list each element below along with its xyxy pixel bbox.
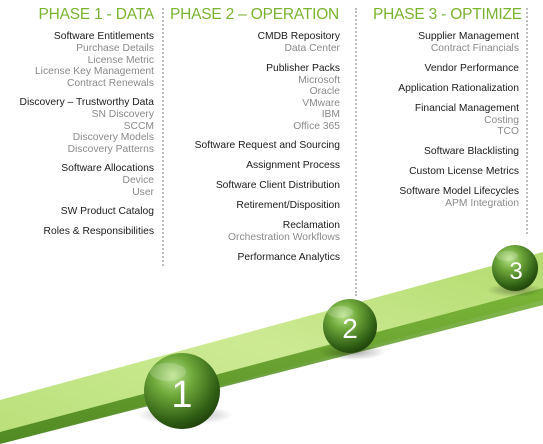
marker-label: 3 <box>509 258 522 285</box>
phase-item: SW Product Catalog <box>8 206 154 218</box>
marker-label: 1 <box>171 374 192 416</box>
phase-item: Software Request and Sourcing <box>170 140 340 152</box>
item-subtitle: Purchase Details <box>76 43 154 54</box>
phase-title: PHASE 1 - DATA <box>38 6 155 23</box>
dotted-divider-icon <box>526 8 528 234</box>
item-title: Custom License Metrics <box>409 165 519 177</box>
phase-item: Custom License Metrics <box>363 166 519 178</box>
item-title: Reclamation <box>282 220 340 231</box>
phase-item: Performance Analytics <box>170 252 340 264</box>
dotted-divider-icon <box>355 8 357 296</box>
marker-label: 2 <box>342 313 358 344</box>
item-subtitle: Office 365 <box>293 120 340 132</box>
item-subtitle: Device <box>122 175 154 186</box>
item-subtitle: Microsoft <box>298 74 340 86</box>
phase-item: Vendor Performance <box>363 63 519 75</box>
green-sphere-icon <box>323 299 377 353</box>
item-title: Financial Management <box>414 102 519 114</box>
phase-marker-2: 2 <box>323 299 377 353</box>
item-title: Software Model Lifecycles <box>399 185 519 197</box>
green-sphere-icon <box>492 245 538 291</box>
phase-marker-1: 1 <box>144 353 220 429</box>
item-subtitle: IBM <box>321 109 340 120</box>
item-subtitle: Discovery Models <box>72 132 154 143</box>
phase-marker-3: 3 <box>492 245 538 291</box>
item-subtitle: Contract Renewals <box>67 77 154 89</box>
ramp-front-edge <box>0 288 543 444</box>
item-subtitle: Costing <box>484 114 519 126</box>
item-title: Performance Analytics <box>237 251 340 263</box>
phase-item: Software Blacklisting <box>363 146 519 158</box>
item-title: Application Rationalization <box>398 82 519 94</box>
item-title: Software Request and Sourcing <box>194 140 340 151</box>
phase-title: PHASE 2 – OPERATION <box>170 6 340 23</box>
item-subtitle: User <box>132 186 154 198</box>
item-title: Software Entitlements <box>53 31 154 42</box>
dotted-divider-icon <box>162 8 164 266</box>
green-sphere-icon <box>144 353 220 429</box>
phase-item: Software Client Distribution <box>170 180 340 192</box>
item-subtitle: Data Center <box>284 43 340 54</box>
item-subtitle: Oracle <box>309 86 340 97</box>
item-title: Retirement/Disposition <box>236 200 340 211</box>
phase-item: Assignment Process <box>170 160 340 172</box>
item-subtitle: License Key Management <box>34 66 154 77</box>
phase-title: PHASE 3 - OPTIMIZE <box>373 6 522 23</box>
item-title: CMDB Repository <box>257 31 340 42</box>
item-title: Discovery – Trustworthy Data <box>19 97 154 108</box>
item-subtitle: APM Integration <box>445 197 519 209</box>
item-subtitle: TCO <box>497 126 519 137</box>
phase-item: Retirement/Disposition <box>170 200 340 212</box>
item-title: Software Client Distribution <box>215 180 340 191</box>
phase-item: Application Rationalization <box>363 83 519 95</box>
item-title: SW Product Catalog <box>60 206 154 217</box>
item-title: Software Allocations <box>61 163 154 174</box>
item-title: Software Blacklisting <box>424 145 519 157</box>
item-subtitle: VMware <box>302 97 340 109</box>
item-subtitle: SCCM <box>123 120 154 132</box>
item-title: Roles & Responsibilities <box>43 226 154 237</box>
item-title: Supplier Management <box>418 31 519 42</box>
item-subtitle: Orchestration Workflows <box>228 232 340 243</box>
item-subtitle: Contract Financials <box>430 43 519 54</box>
item-subtitle: SN Discovery <box>91 109 154 120</box>
item-subtitle: License Metric <box>87 54 154 66</box>
item-title: Publisher Packs <box>266 62 340 74</box>
phase-item: Roles & Responsibilities <box>8 226 154 238</box>
item-title: Vendor Performance <box>424 62 519 74</box>
item-title: Assignment Process <box>246 160 340 171</box>
item-subtitle: Discovery Patterns <box>67 143 154 155</box>
